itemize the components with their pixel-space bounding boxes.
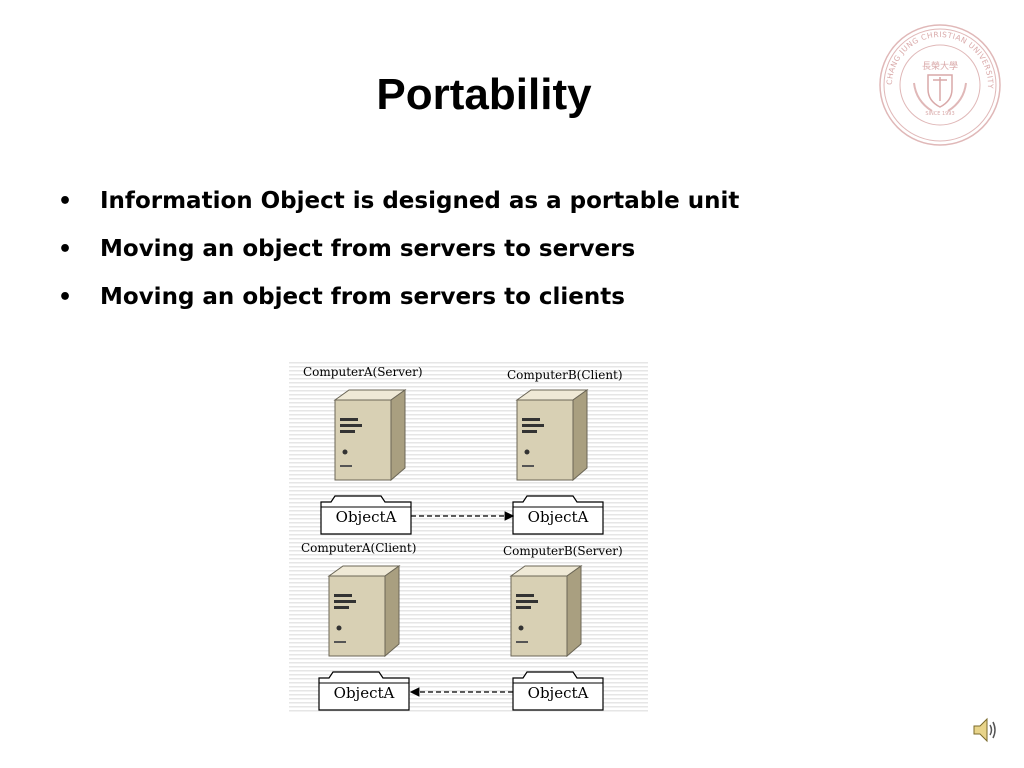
bullet-marker: • bbox=[58, 189, 73, 214]
bullet-list: • Information Object is designed as a po… bbox=[58, 188, 739, 332]
portability-diagram: ComputerA(Server) ObjectA ComputerB(Clie… bbox=[289, 360, 648, 713]
server-icon bbox=[516, 389, 588, 481]
bullet-text: Information Object is designed as a port… bbox=[100, 188, 740, 214]
bullet-marker: • bbox=[58, 237, 73, 262]
server-icon bbox=[510, 565, 582, 657]
top-right-computer-label: ComputerB(Client) bbox=[507, 368, 623, 382]
speaker-icon[interactable] bbox=[972, 715, 998, 745]
bullet-marker: • bbox=[58, 285, 73, 310]
top-left-computer-label: ComputerA(Server) bbox=[303, 365, 423, 379]
bullet-item: • Moving an object from servers to serve… bbox=[58, 236, 739, 284]
bottom-right-computer-label: ComputerB(Server) bbox=[503, 544, 623, 558]
seal-inner-text: SINCE 1993 bbox=[925, 111, 954, 117]
object-label: ObjectA bbox=[528, 508, 589, 526]
object-label: ObjectA bbox=[334, 684, 395, 702]
bullet-item: • Information Object is designed as a po… bbox=[58, 188, 739, 236]
university-seal-logo: CHANG JUNG CHRISTIAN UNIVERSITY 長榮大學 SIN… bbox=[879, 24, 1001, 146]
object-label: ObjectA bbox=[528, 684, 589, 702]
bullet-item: • Moving an object from servers to clien… bbox=[58, 284, 739, 332]
bullet-text: Moving an object from servers to clients bbox=[100, 284, 625, 310]
object-label: ObjectA bbox=[336, 508, 397, 526]
server-icon bbox=[328, 565, 400, 657]
seal-chinese-name: 長榮大學 bbox=[922, 60, 958, 72]
slide-title: Portability bbox=[376, 70, 592, 119]
bullet-text: Moving an object from servers to servers bbox=[100, 236, 636, 262]
server-icon bbox=[334, 389, 406, 481]
bottom-left-computer-label: ComputerA(Client) bbox=[301, 541, 416, 555]
